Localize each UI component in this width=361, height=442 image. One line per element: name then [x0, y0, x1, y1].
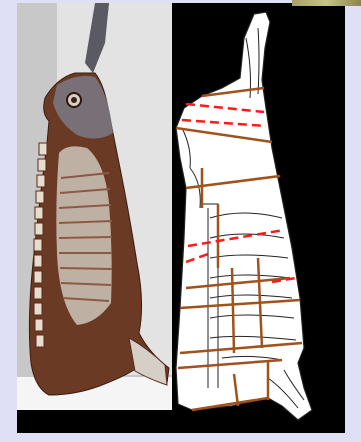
- cut-diagram-graphic: [172, 8, 327, 428]
- corner-thumbnail: [292, 0, 361, 6]
- carcass-cut-diagram: [172, 8, 327, 428]
- carcass-photo: [17, 3, 172, 410]
- carcass-photo-graphic: [17, 3, 172, 410]
